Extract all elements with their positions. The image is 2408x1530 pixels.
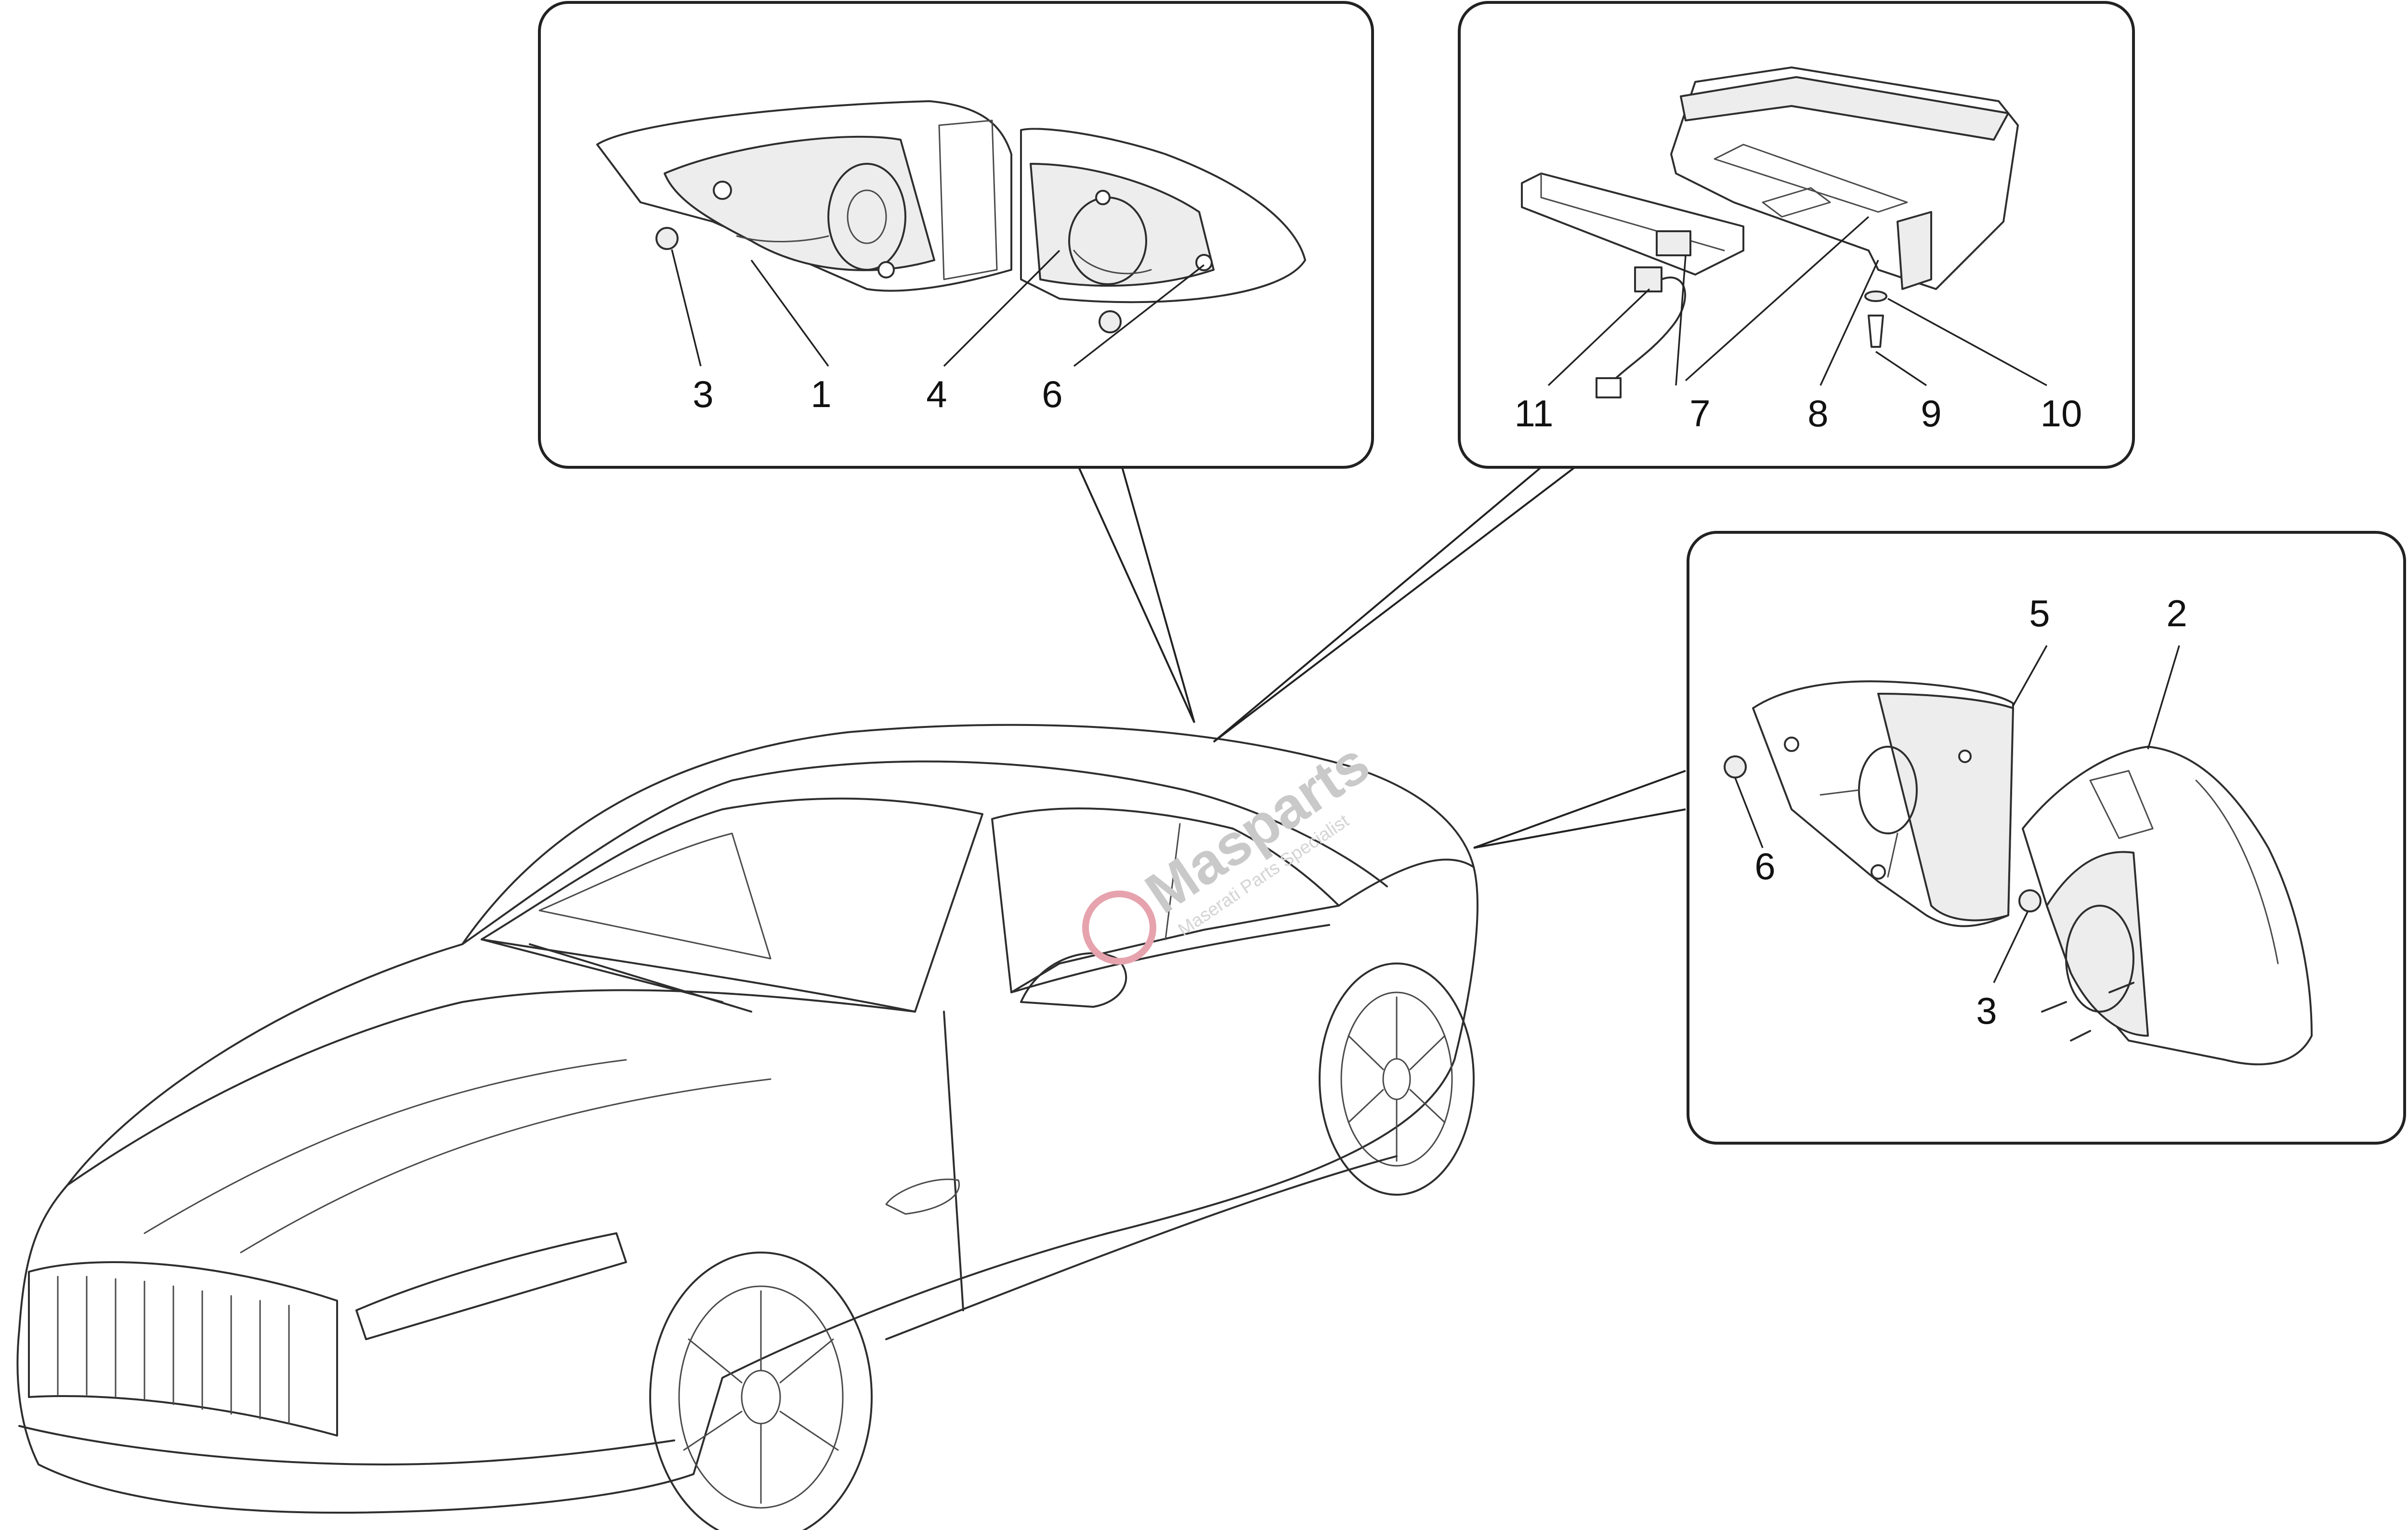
part-number-label: 3 — [693, 373, 713, 415]
callout-leaders — [1078, 466, 1686, 849]
watermark-logo-icon — [1082, 890, 1156, 965]
nut-icon — [1724, 755, 1747, 778]
nut-icon — [2018, 889, 2042, 912]
connector-cable — [1596, 266, 1686, 398]
watermark: Masparts Maserati Parts Specialist — [1082, 730, 1381, 965]
nut-icon — [1099, 310, 1122, 333]
tail-lamp-panel: 3 1 4 6 — [538, 1, 1374, 469]
tail-lamp-right-housing — [1020, 128, 1306, 303]
brake-light-bracket — [1670, 66, 2019, 290]
part-number-label: 5 — [2029, 592, 2050, 634]
brake-light-bar — [1521, 172, 1744, 276]
screw-icon — [1868, 315, 1884, 348]
car-outline — [16, 724, 1479, 1530]
part-number-label: 8 — [1807, 392, 1828, 435]
part-number-label: 11 — [1515, 392, 1554, 435]
part-number-label: 1 — [811, 373, 831, 415]
part-number-label: 2 — [2166, 592, 2187, 634]
part-number-label: 3 — [1976, 989, 1997, 1032]
third-brake-light-panel: 11 7 8 9 10 — [1458, 1, 2135, 469]
part-number-label: 9 — [1921, 392, 1941, 435]
part-number-label: 7 — [1689, 392, 1710, 435]
right-tail-lamp-panel: 5 2 6 3 — [1687, 531, 2406, 1145]
tail-lamp-outer — [2022, 746, 2313, 1066]
nut-icon — [655, 227, 679, 250]
part-number-label: 10 — [2041, 392, 2082, 435]
part-number-label: 4 — [926, 373, 947, 415]
tail-lamp-inner — [1752, 680, 2014, 927]
tail-lamp-housing — [596, 100, 1012, 292]
washer-icon — [1864, 290, 1887, 302]
part-number-label: 6 — [1042, 373, 1062, 415]
part-number-label: 6 — [1754, 845, 1775, 887]
